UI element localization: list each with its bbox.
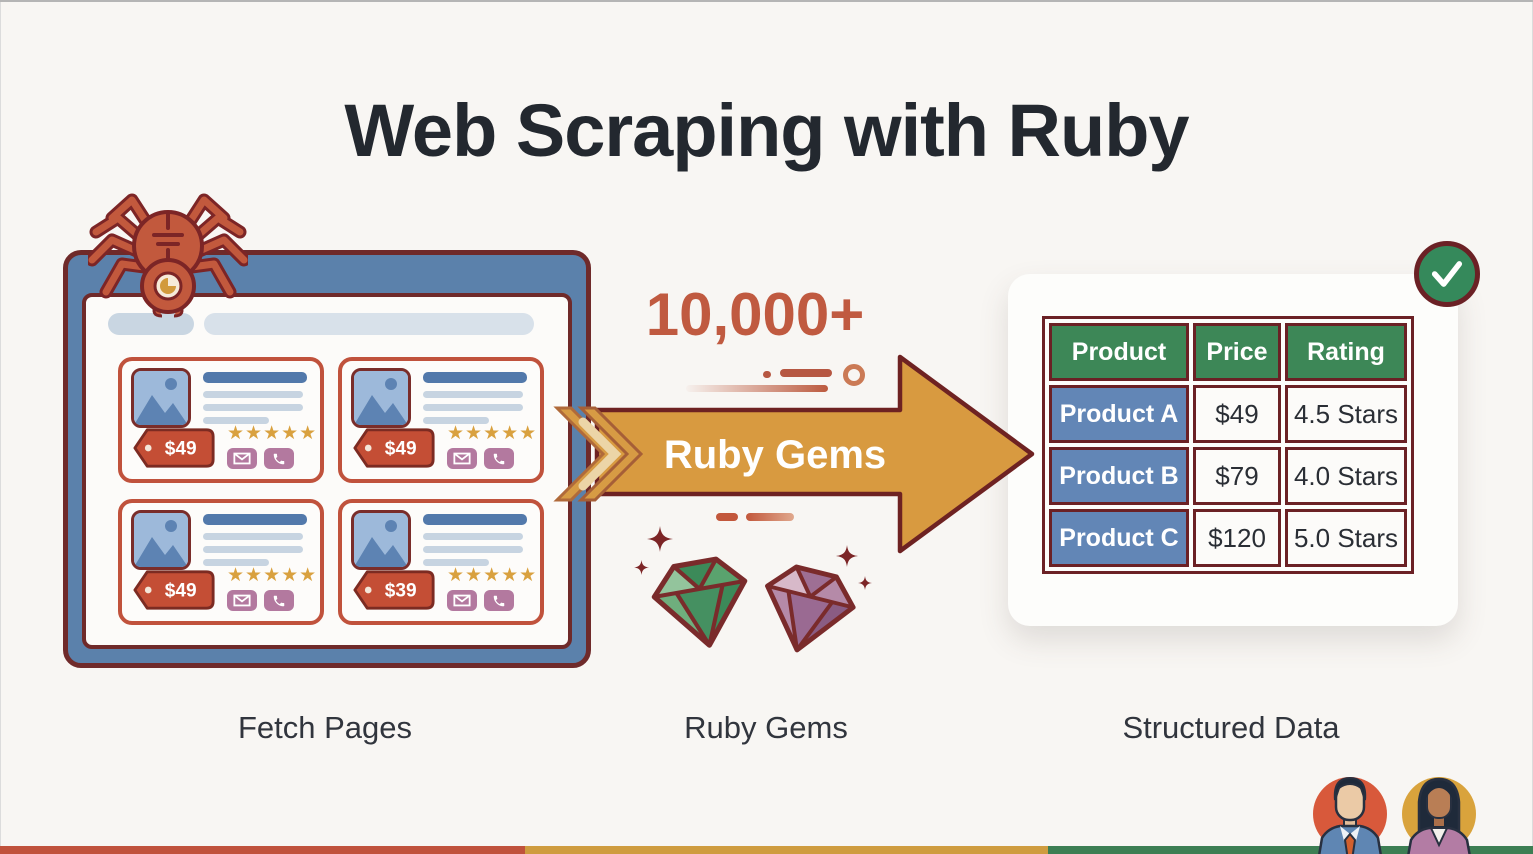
phone-icon	[264, 590, 294, 611]
price-tag-label: $39	[385, 581, 417, 602]
product-card: $49 ★★★★★	[118, 499, 324, 625]
table-header-row: Product Price Rating	[1049, 323, 1407, 381]
speed-line	[686, 385, 828, 392]
column-header: Price	[1193, 323, 1281, 381]
price-tag-label: $49	[165, 581, 197, 602]
caption-fetch-pages: Fetch Pages	[237, 710, 413, 745]
cell-rating: 4.0 Stars	[1285, 447, 1407, 505]
envelope-icon	[447, 448, 477, 469]
caption-structured-data: Structured Data	[1122, 710, 1340, 745]
column-header: Product	[1049, 323, 1189, 381]
cell-price: $79	[1193, 447, 1281, 505]
flow-arrow-icon	[553, 354, 1035, 554]
footer-stripe-gold	[525, 846, 1048, 854]
sparkle-icon	[836, 545, 858, 567]
price-tag: $49	[131, 427, 217, 469]
phone-icon	[264, 448, 294, 469]
text-lines	[423, 368, 527, 428]
gem-count: 10,000+	[645, 281, 865, 348]
caption-ruby-gems: Ruby Gems	[684, 710, 848, 745]
cell-product: Product C	[1049, 509, 1189, 567]
image-placeholder-icon	[131, 510, 191, 570]
cell-price: $120	[1193, 509, 1281, 567]
cell-price: $49	[1193, 385, 1281, 443]
speed-line	[746, 513, 794, 521]
table-row: Product A $49 4.5 Stars	[1049, 385, 1407, 443]
text-lines	[203, 510, 307, 570]
cell-rating: 5.0 Stars	[1285, 509, 1407, 567]
cell-product: Product B	[1049, 447, 1189, 505]
phone-icon	[484, 590, 514, 611]
results-panel: Product Price Rating Product A $49 4.5 S…	[1008, 274, 1458, 626]
table-row: Product B $79 4.0 Stars	[1049, 447, 1407, 505]
chevron-icon	[577, 406, 644, 502]
chevron-icon	[578, 417, 622, 491]
product-card: $39 ★★★★★	[338, 499, 544, 625]
woman-avatar-icon	[1402, 777, 1476, 854]
address-bar	[204, 313, 534, 335]
presenter-avatars	[1295, 768, 1533, 854]
star-rating: ★★★★★	[227, 422, 318, 444]
text-lines	[203, 368, 307, 428]
green-gem-icon	[651, 556, 748, 648]
image-placeholder-icon	[351, 510, 411, 570]
check-icon	[1414, 241, 1480, 307]
cell-rating: 4.5 Stars	[1285, 385, 1407, 443]
phone-icon	[484, 448, 514, 469]
man-avatar-icon	[1313, 776, 1387, 854]
spider-icon	[88, 193, 248, 318]
footer-stripe-green	[1048, 846, 1533, 854]
price-tag-label: $49	[385, 439, 417, 460]
price-tag-label: $49	[165, 439, 197, 460]
footer-stripe-red	[0, 846, 525, 854]
text-lines	[423, 510, 527, 570]
column-header: Rating	[1285, 323, 1407, 381]
product-card: $49 ★★★★★	[338, 357, 544, 483]
sparkle-icon	[647, 526, 673, 552]
star-rating: ★★★★★	[447, 422, 538, 444]
image-placeholder-icon	[351, 368, 411, 428]
envelope-icon	[447, 590, 477, 611]
envelope-icon	[227, 448, 257, 469]
speed-ring-icon	[843, 364, 865, 386]
address-bar-segment	[108, 313, 194, 335]
arrow-label: Ruby Gems	[663, 433, 887, 477]
sparkle-icon	[858, 576, 872, 590]
star-rating: ★★★★★	[447, 564, 538, 586]
speed-line	[716, 513, 738, 521]
cell-product: Product A	[1049, 385, 1189, 443]
price-tag: $49	[131, 569, 217, 611]
speed-line	[780, 369, 832, 377]
sparkle-icon	[634, 560, 649, 575]
page-title: Web Scraping with Ruby	[344, 89, 1189, 172]
image-placeholder-icon	[131, 368, 191, 428]
table-row: Product C $120 5.0 Stars	[1049, 509, 1407, 567]
pink-gem-icon	[765, 564, 856, 653]
price-tag: $39	[351, 569, 437, 611]
browser-window: $49 ★★★★★	[63, 250, 591, 668]
envelope-icon	[227, 590, 257, 611]
speed-line	[763, 371, 771, 378]
product-card: $49 ★★★★★	[118, 357, 324, 483]
price-tag: $49	[351, 427, 437, 469]
star-rating: ★★★★★	[227, 564, 318, 586]
results-table: Product Price Rating Product A $49 4.5 S…	[1042, 316, 1414, 574]
